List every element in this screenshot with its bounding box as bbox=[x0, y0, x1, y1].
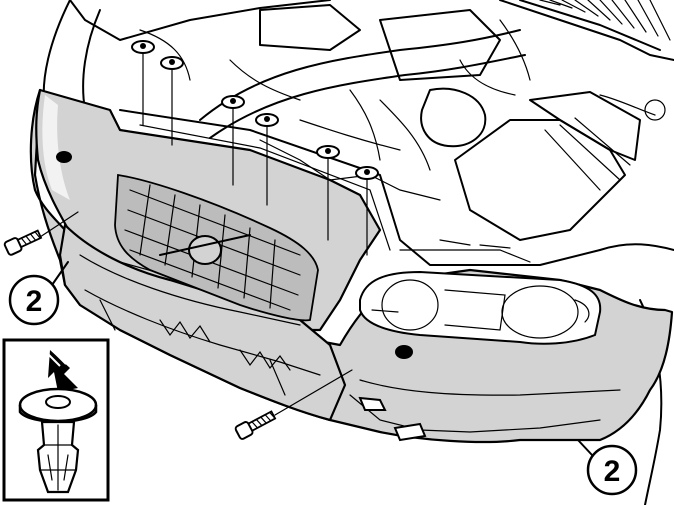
push-rivet-clip-icon bbox=[316, 145, 340, 241]
callout-right: 2 bbox=[577, 439, 638, 496]
callout-label: 2 bbox=[26, 285, 43, 318]
volvo-logo-icon bbox=[159, 234, 251, 265]
right-screw bbox=[234, 369, 353, 440]
screw-icon bbox=[234, 410, 277, 440]
push-rivet-clip-icon bbox=[131, 40, 155, 126]
callout-left: 2 bbox=[8, 261, 69, 326]
front-grille bbox=[114, 173, 319, 322]
engine-bay bbox=[42, 0, 674, 505]
push-rivet-detail-inset bbox=[2, 338, 110, 502]
top-push-rivet-clips bbox=[131, 40, 379, 256]
bumper-holes bbox=[56, 151, 413, 359]
push-rivet-clip-icon bbox=[355, 166, 379, 256]
push-rivet-clip-icon bbox=[160, 56, 184, 146]
cowl-grille bbox=[539, 0, 671, 41]
push-rivet-clip-icon bbox=[221, 95, 245, 186]
push-rivet-detail-icon bbox=[18, 349, 98, 494]
headlight bbox=[359, 270, 602, 345]
callout-label: 2 bbox=[604, 455, 621, 488]
left-screw bbox=[3, 211, 79, 256]
screw-icon bbox=[3, 229, 43, 256]
push-rivet-clip-icon bbox=[255, 113, 279, 206]
bumper-cover bbox=[29, 88, 674, 444]
